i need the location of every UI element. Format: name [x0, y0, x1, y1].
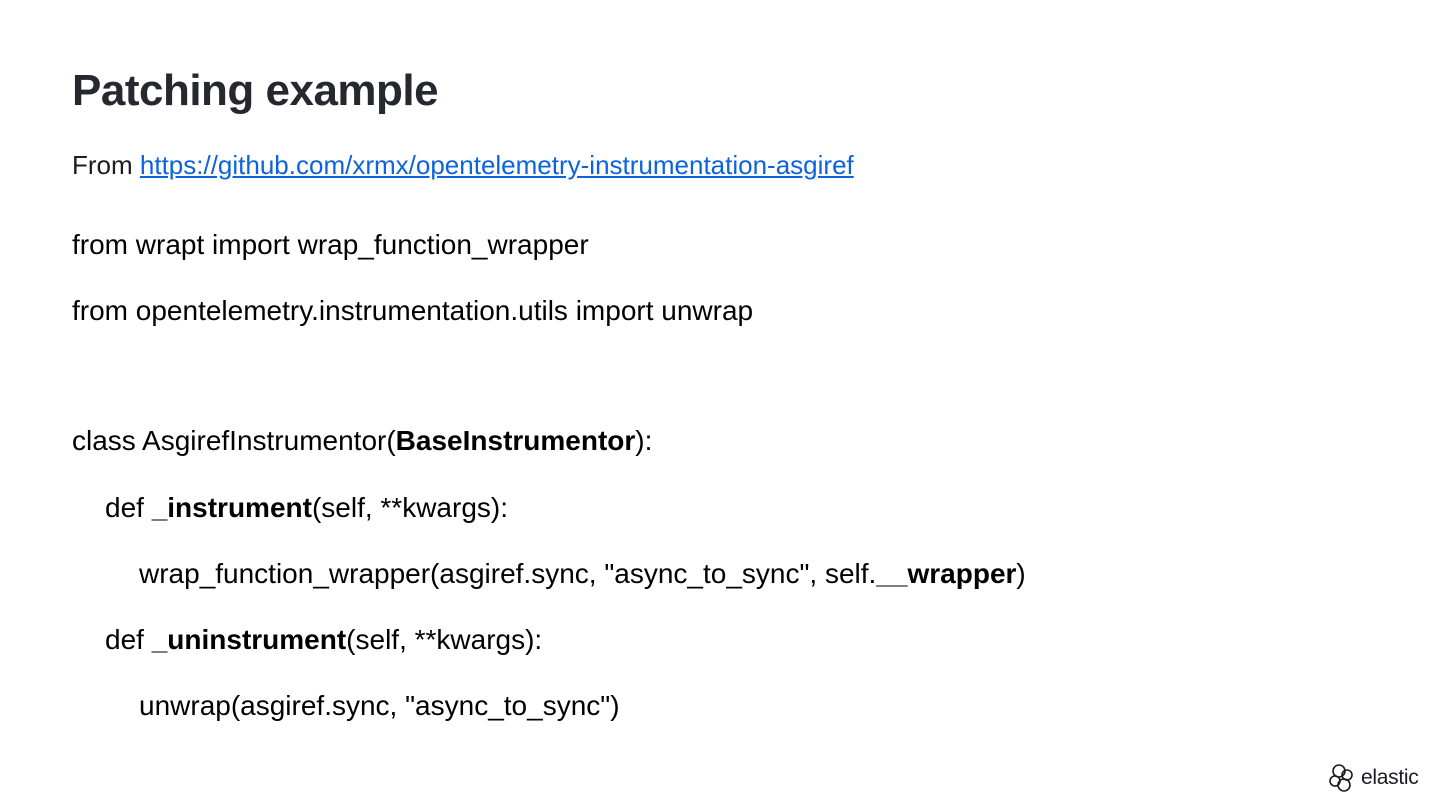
elastic-logo-icon [1329, 764, 1353, 792]
code-line-import-unwrap: from opentelemetry.instrumentation.utils… [72, 295, 754, 326]
method-name-instrument: _instrument [151, 492, 312, 523]
wrap-call-suffix: ) [1016, 558, 1026, 589]
method-args: (self, **kwargs): [346, 624, 543, 655]
wrap-call-prefix: wrap_function_wrapper(asgiref.sync, "asy… [139, 558, 877, 589]
slide-title: Patching example [72, 66, 439, 115]
code-line-unwrap-call: unwrap(asgiref.sync, "async_to_sync") [139, 690, 620, 721]
code-line-wrap-call: wrap_function_wrapper(asgiref.sync, "asy… [139, 558, 1026, 590]
class-def-prefix: class AsgirefInstrumentor( [72, 425, 396, 456]
source-link[interactable]: https://github.com/xrmx/opentelemetry-in… [139, 150, 854, 180]
code-line-def-instrument: def _instrument(self, **kwargs): [105, 492, 508, 524]
source-prefix: From [72, 150, 140, 180]
class-base-name: BaseInstrumentor [395, 425, 636, 456]
method-args: (self, **kwargs): [311, 492, 508, 523]
def-keyword: def [105, 492, 152, 523]
code-line-class-definition: class AsgirefInstrumentor(BaseInstrument… [72, 425, 652, 457]
def-keyword: def [105, 624, 152, 655]
logo-text: elastic [1361, 766, 1419, 789]
source-line: From https://github.com/xrmx/opentelemet… [72, 150, 854, 181]
wrapper-attribute: __wrapper [876, 558, 1017, 589]
code-line-def-uninstrument: def _uninstrument(self, **kwargs): [105, 624, 542, 656]
class-def-suffix: ): [635, 425, 653, 456]
code-line-import-wrapt: from wrapt import wrap_function_wrapper [72, 229, 589, 260]
elastic-logo: elastic [1326, 762, 1419, 794]
method-name-uninstrument: _uninstrument [151, 624, 347, 655]
